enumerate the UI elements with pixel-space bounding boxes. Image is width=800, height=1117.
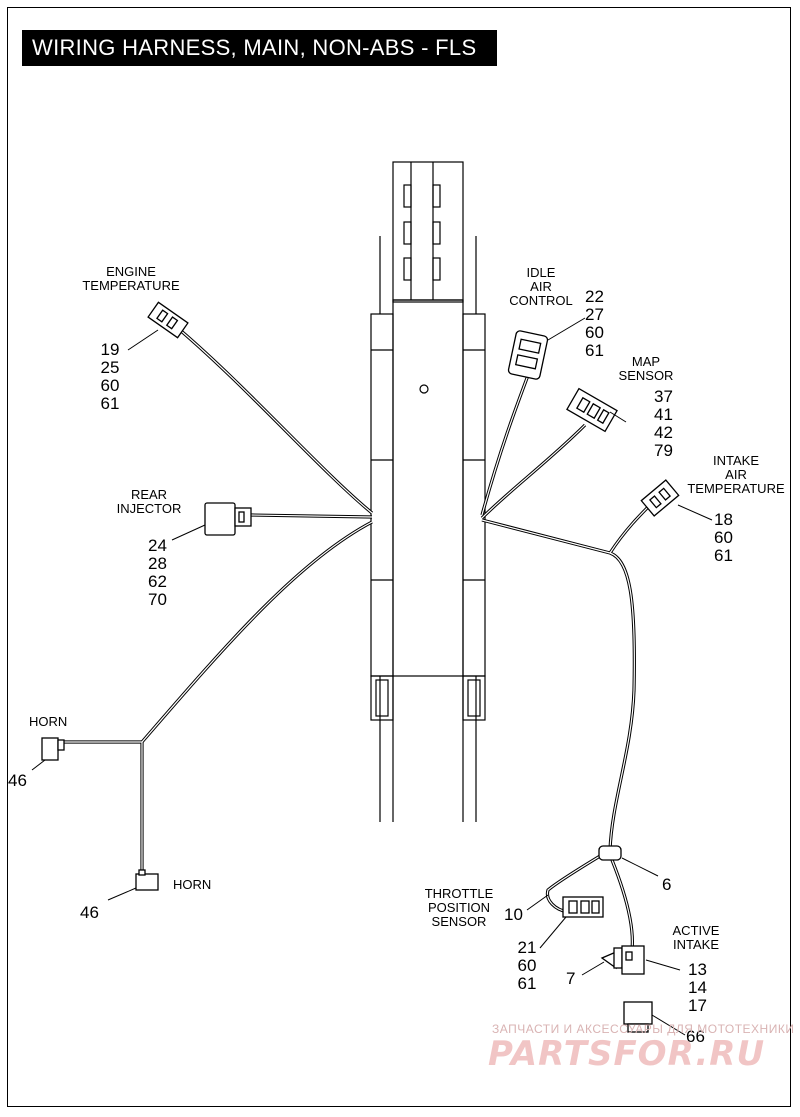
intake-air-temperature-label-line-3: TEMPERATURE — [687, 481, 785, 496]
active-intake-label-line-1: ACTIVE — [672, 923, 720, 938]
horn-bottom-label: HORN — [173, 877, 212, 892]
map-sensor-part-numbers: 37 41 42 79 — [654, 388, 673, 460]
connector-66-part-number: 66 — [686, 1027, 705, 1046]
watermark-logo: PARTSFOR.RU — [488, 1034, 766, 1074]
clip-part-number: 6 — [662, 875, 672, 894]
engine-temperature-part-numbers: 19 25 60 61 — [95, 341, 125, 413]
fastener-7-shape — [600, 947, 623, 970]
active-intake-connector — [621, 945, 645, 975]
active-intake-part-numbers: 13 14 17 — [688, 961, 707, 1015]
part-number: 70 — [148, 590, 167, 609]
map-sensor-connector — [566, 387, 618, 433]
part-number: 60 — [100, 376, 120, 395]
part-number: 42 — [654, 423, 673, 442]
part-number: 13 — [688, 960, 707, 979]
horn-bottom-part-number: 46 — [80, 903, 99, 922]
idle-air-control-label-line-2: AIR — [530, 279, 552, 294]
rear-injector-label-line-2: INJECTOR — [116, 501, 182, 516]
harness-wires — [62, 328, 657, 951]
engine-temperature-label: ENGINE TEMPERATURE — [68, 265, 194, 293]
horn-left-part-number: 46 — [8, 771, 27, 790]
map-sensor-label-line-1: MAP — [631, 354, 661, 369]
intake-air-temperature-label: INTAKE AIR TEMPERATURE — [680, 454, 792, 496]
leader-lines — [31, 317, 713, 1036]
clip-6-shape — [598, 845, 622, 861]
watermark-text: ЗАПЧАСТИ И АКСЕССУАРЫ ДЛЯ МОТОТЕХНИКИ — [492, 1022, 795, 1036]
idle-air-control-label-line-1: IDLE — [526, 265, 556, 280]
rear-injector-label-line-1: REAR — [130, 487, 168, 502]
part-number: 61 — [100, 394, 120, 413]
part-number: 21 — [517, 938, 537, 957]
idle-air-control-label: IDLE AIR CONTROL — [500, 266, 582, 308]
part-number: 61 — [585, 341, 604, 360]
engine-temperature-label-line-2: TEMPERATURE — [82, 278, 180, 293]
part-number: 60 — [585, 323, 604, 342]
active-intake-label-line-2: INTAKE — [673, 937, 719, 952]
intake-air-temperature-part-numbers: 18 60 61 — [714, 511, 733, 565]
fastener-part-number: 7 — [566, 969, 576, 988]
rear-injector-part-numbers: 24 28 62 70 — [148, 537, 167, 609]
throttle-position-sensor-label: THROTTLE POSITION SENSOR — [418, 887, 500, 929]
intake-air-temperature-label-line-2: AIR — [725, 467, 747, 482]
throttle-position-sensor-label-line-3: SENSOR — [431, 914, 487, 929]
part-number: 79 — [654, 441, 673, 460]
map-sensor-label: MAP SENSOR — [608, 355, 684, 383]
part-number: 41 — [654, 405, 673, 424]
intake-air-temperature-label-line-1: INTAKE — [713, 453, 759, 468]
horn-left-label: HORN — [29, 714, 68, 729]
part-number: 25 — [100, 358, 120, 377]
map-sensor-label-line-2: SENSOR — [618, 368, 674, 383]
active-intake-label: ACTIVE INTAKE — [660, 924, 732, 952]
page-title: WIRING HARNESS, MAIN, NON-ABS - FLS — [22, 30, 497, 66]
horn-bottom-connector — [135, 869, 159, 891]
throttle-position-sensor-label-line-2: POSITION — [427, 900, 491, 915]
page-frame — [7, 7, 791, 1107]
part-number: 60 — [714, 528, 733, 547]
part-number: 17 — [688, 996, 707, 1015]
idle-air-control-label-line-3: CONTROL — [509, 293, 573, 308]
part-number: 14 — [688, 978, 707, 997]
part-number: 62 — [148, 572, 167, 591]
frame-backbone — [370, 161, 486, 822]
engine-temperature-label-line-1: ENGINE — [106, 264, 156, 279]
part-number: 27 — [585, 305, 604, 324]
rear-injector-label: REAR INJECTOR — [108, 488, 190, 516]
wire-highlights — [62, 329, 656, 951]
engine-temperature-connector — [147, 301, 189, 339]
idle-air-control-connector — [507, 330, 549, 380]
part-number: 61 — [517, 974, 537, 993]
rear-injector-connector — [204, 502, 252, 536]
throttle-position-sensor-part-number: 10 — [504, 905, 523, 924]
part-number: 19 — [100, 340, 120, 359]
connector-66-shape — [623, 1001, 653, 1033]
intake-air-temperature-connector — [640, 479, 680, 517]
throttle-position-sensor-label-line-1: THROTTLE — [424, 886, 494, 901]
part-number: 60 — [517, 956, 537, 975]
part-number: 24 — [148, 536, 167, 555]
part-number: 22 — [585, 287, 604, 306]
idle-air-control-part-numbers: 22 27 60 61 — [585, 288, 604, 360]
part-number: 37 — [654, 387, 673, 406]
part-number: 61 — [714, 546, 733, 565]
part-number: 28 — [148, 554, 167, 573]
horn-left-connector — [41, 737, 65, 761]
throttle-position-sensor-part-numbers: 21 60 61 — [512, 939, 542, 993]
throttle-position-sensor-connector — [562, 896, 604, 918]
part-number: 18 — [714, 510, 733, 529]
